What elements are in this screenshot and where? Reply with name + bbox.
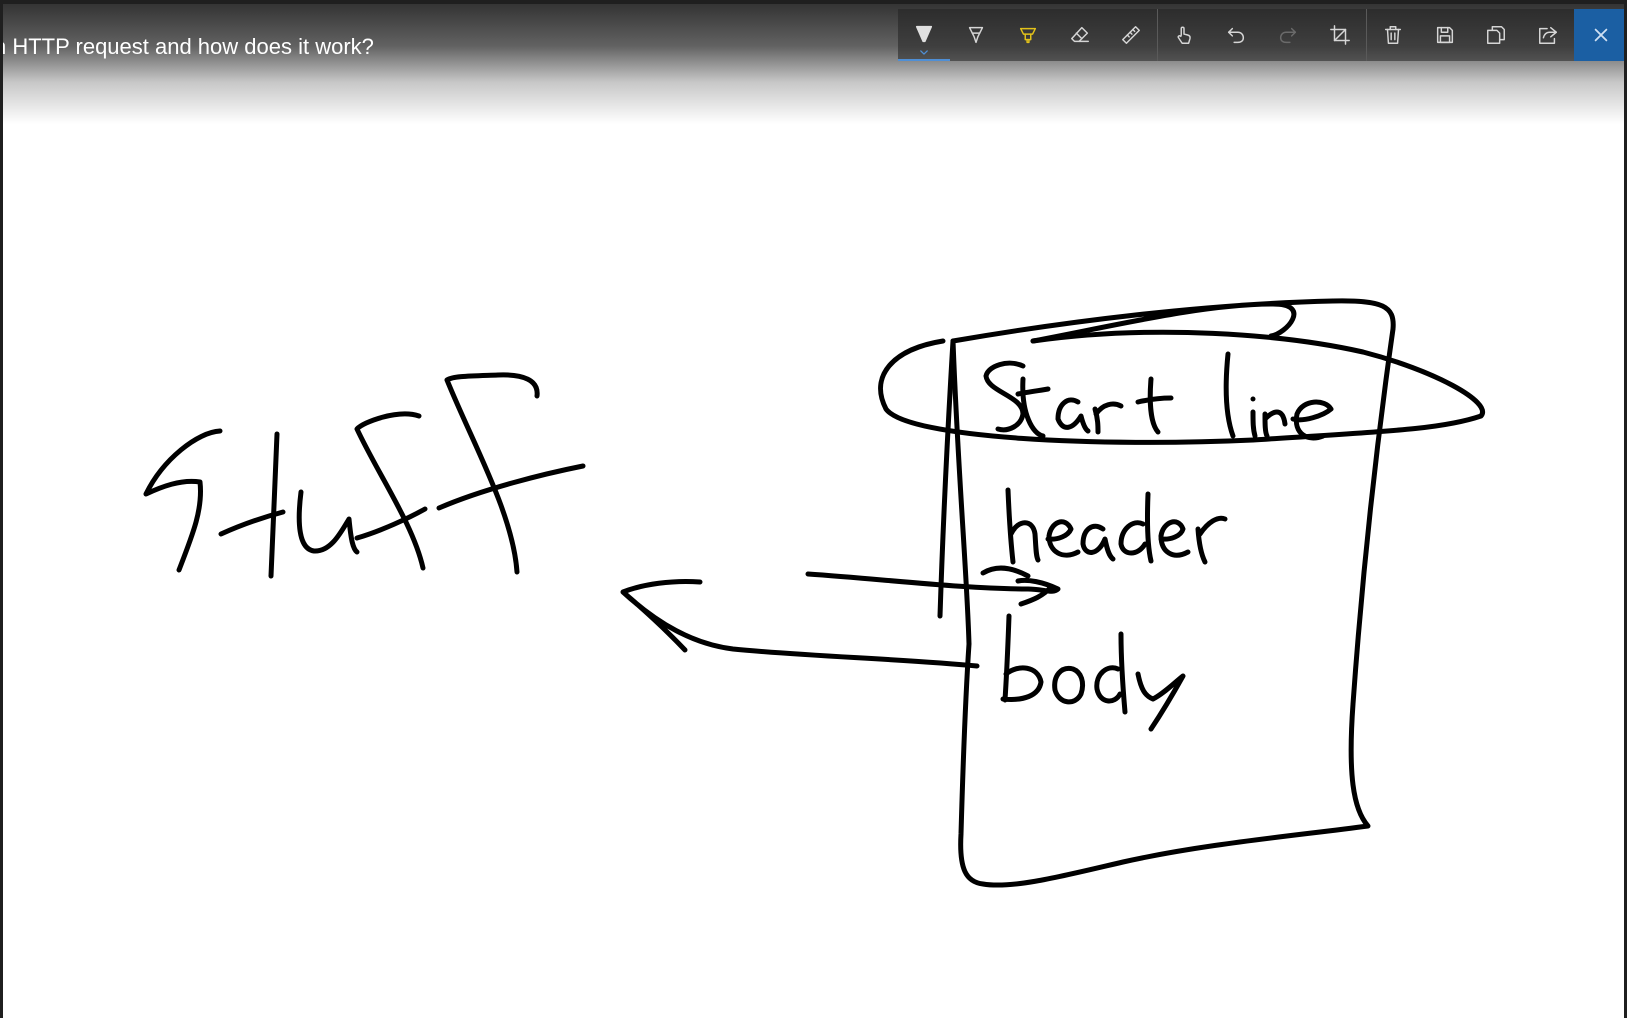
delete-button[interactable] xyxy=(1367,9,1419,61)
save-icon xyxy=(1436,26,1453,44)
drawing-canvas[interactable]: n HTTP request and how does it work? xyxy=(3,4,1624,1018)
share-button[interactable] xyxy=(1522,9,1574,61)
ink-layer xyxy=(143,298,1485,888)
share-icon xyxy=(1539,26,1558,44)
close-icon xyxy=(1594,28,1607,42)
pen-icon xyxy=(915,25,932,43)
undo-button[interactable] xyxy=(1210,9,1262,61)
toolbar-separator xyxy=(1365,9,1367,61)
ellipse-around-start-line xyxy=(878,329,1485,445)
undo-icon xyxy=(1228,27,1245,44)
ruler-icon xyxy=(1122,26,1141,44)
pencil-button[interactable] xyxy=(950,9,1002,61)
close-button[interactable] xyxy=(1574,9,1624,61)
touch-writing-button[interactable] xyxy=(1158,9,1210,61)
stuff-handwriting xyxy=(143,372,586,579)
body-handwriting xyxy=(1000,613,1186,732)
start-line-handwriting xyxy=(983,351,1334,441)
redo-button[interactable] xyxy=(1262,9,1314,61)
body-to-stuff-arrow xyxy=(620,579,980,669)
ballpoint-pen-button[interactable] xyxy=(898,9,950,61)
save-button[interactable] xyxy=(1419,9,1471,61)
chevron-down-icon xyxy=(920,50,928,55)
message-box-outline xyxy=(950,298,1396,888)
crop-icon xyxy=(1329,25,1350,45)
ink-toolbar xyxy=(898,9,1624,61)
redo-icon xyxy=(1279,27,1297,44)
toolbar-separator xyxy=(1157,9,1159,61)
copy-button[interactable] xyxy=(1470,9,1522,61)
pencil-icon xyxy=(968,26,983,44)
highlighter-button[interactable] xyxy=(1002,9,1054,61)
crop-button[interactable] xyxy=(1314,9,1366,61)
header-handwriting xyxy=(1005,487,1228,565)
ruler-button[interactable] xyxy=(1105,9,1157,61)
window-title: n HTTP request and how does it work? xyxy=(3,34,374,59)
touch-writing-icon xyxy=(1177,26,1192,44)
highlighter-icon xyxy=(1019,27,1036,44)
eraser-button[interactable] xyxy=(1054,9,1106,61)
trash-icon xyxy=(1384,26,1401,44)
copy-icon xyxy=(1487,26,1506,44)
header-arrow xyxy=(805,565,1061,607)
eraser-icon xyxy=(1070,26,1089,43)
